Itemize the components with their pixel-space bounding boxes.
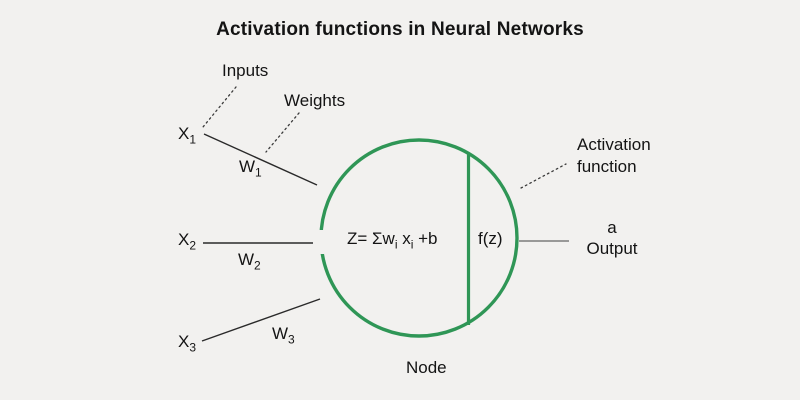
formula-subscript-2: i xyxy=(410,237,414,252)
input-x2-subscript: 2 xyxy=(189,238,197,253)
input-line-x1 xyxy=(203,133,318,186)
formula-part-1: Z= Σw xyxy=(347,229,395,248)
node-circle-gap xyxy=(313,230,324,254)
formula-subscript-1: i xyxy=(394,237,398,252)
weights-callout-dotted-line xyxy=(265,112,300,153)
input-label-x2: X2 xyxy=(178,230,197,253)
activation-callout-dotted-line xyxy=(520,163,567,189)
weight-w3-base: W xyxy=(272,324,289,343)
weight-label-w1: W1 xyxy=(239,157,262,180)
weight-w1-base: W xyxy=(239,157,256,176)
weight-w3-subscript: 3 xyxy=(288,332,295,347)
input-x1-base: X xyxy=(178,124,190,143)
activation-function-line1: Activation xyxy=(577,135,651,154)
formula-part-3: +b xyxy=(413,229,438,248)
output-value-label: a xyxy=(607,218,617,237)
activation-function-label: Activation function xyxy=(577,134,651,178)
node-formula: Z= Σwi xi +b xyxy=(347,229,438,252)
input-x2-base: X xyxy=(178,230,190,249)
input-line-x3 xyxy=(201,298,321,342)
formula-part-2: x xyxy=(397,229,411,248)
input-label-x3: X3 xyxy=(178,332,197,355)
output-group: a Output xyxy=(570,217,654,259)
weight-w2-base: W xyxy=(238,250,255,269)
weights-callout-label: Weights xyxy=(284,91,346,110)
input-x3-subscript: 3 xyxy=(189,340,197,355)
activation-function-line2: function xyxy=(577,157,637,176)
activation-fz-label: f(z) xyxy=(478,229,503,248)
output-label: Output xyxy=(586,239,638,258)
weight-w2-subscript: 2 xyxy=(254,258,261,273)
inputs-callout-dotted-line xyxy=(202,86,237,128)
weight-w1-subscript: 1 xyxy=(255,165,262,180)
input-x1-subscript: 1 xyxy=(189,132,197,147)
input-x3-base: X xyxy=(178,332,190,351)
weight-label-w3: W3 xyxy=(272,324,295,347)
diagram-title: Activation functions in Neural Networks xyxy=(216,19,584,40)
node-label: Node xyxy=(406,358,447,377)
input-label-x1: X1 xyxy=(178,124,197,147)
weight-label-w2: W2 xyxy=(238,250,261,273)
inputs-callout-label: Inputs xyxy=(222,61,269,80)
